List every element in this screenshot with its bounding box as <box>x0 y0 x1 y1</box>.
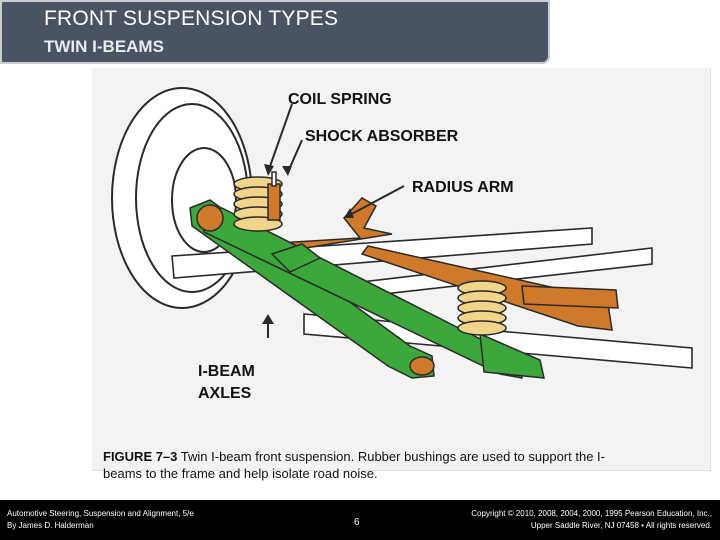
title-banner: FRONT SUSPENSION TYPES TWIN I-BEAMS <box>0 0 550 64</box>
footer-book-info: Automotive Steering, Suspension and Alig… <box>7 508 194 532</box>
label-i-beam: I-BEAM <box>198 363 255 380</box>
slide-subtitle: TWIN I-BEAMS <box>44 37 164 56</box>
callout-arrowheads <box>262 164 354 324</box>
book-title: Automotive Steering, Suspension and Alig… <box>7 509 194 518</box>
footer-copyright: Copyright © 2010, 2008, 2004, 2000, 1995… <box>471 508 712 532</box>
footer-bar: Automotive Steering, Suspension and Alig… <box>0 500 720 540</box>
copyright-line1: Copyright © 2010, 2008, 2004, 2000, 1995… <box>471 509 712 518</box>
page-number: 6 <box>354 517 360 528</box>
figure-caption: FIGURE 7–3 Twin I-beam front suspension.… <box>103 448 623 483</box>
label-shock-absorber: SHOCK ABSORBER <box>305 128 459 145</box>
slide-title: FRONT SUSPENSION TYPES <box>44 7 339 30</box>
caption-text: Twin I-beam front suspension. Rubber bus… <box>103 449 605 482</box>
label-axles: AXLES <box>198 385 252 402</box>
i-beam-axles <box>189 199 545 379</box>
figure-label: FIGURE 7–3 <box>103 449 178 464</box>
book-author: By James D. Halderman <box>7 521 94 530</box>
shock-absorber <box>267 171 281 221</box>
suspension-diagram <box>111 87 693 379</box>
label-coil-spring: COIL SPRING <box>288 91 392 108</box>
copyright-line2: Upper Saddle River, NJ 07458 • All right… <box>530 521 712 530</box>
label-radius-arm: RADIUS ARM <box>412 179 514 196</box>
